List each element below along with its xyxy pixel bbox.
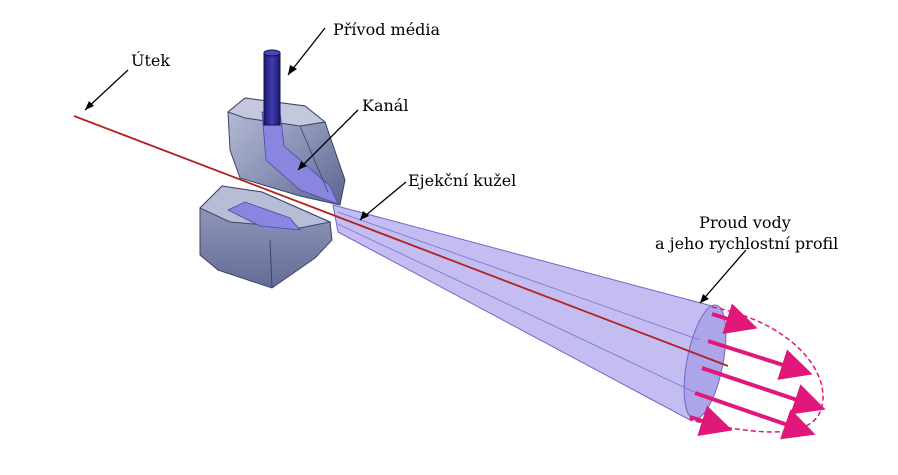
- velocity-profile: [689, 303, 826, 440]
- water-jet-cone: [332, 204, 727, 421]
- label-rychlostni-profil: a jeho rychlostní profil: [655, 234, 839, 253]
- nozzle-upper-body: [226, 97, 346, 206]
- supply-pipe: [263, 49, 281, 126]
- leader-lines: [84, 27, 747, 304]
- label-utek: Útek: [131, 51, 171, 70]
- label-ejekcni-kuzel: Ejekční kužel: [408, 171, 517, 190]
- nozzle-lower-body: [199, 185, 333, 289]
- label-privod-media: Přívod média: [333, 20, 441, 39]
- label-proud-vody: Proud vody: [699, 213, 791, 232]
- label-kanal: Kanál: [362, 96, 409, 115]
- weft-thread: [73, 115, 729, 367]
